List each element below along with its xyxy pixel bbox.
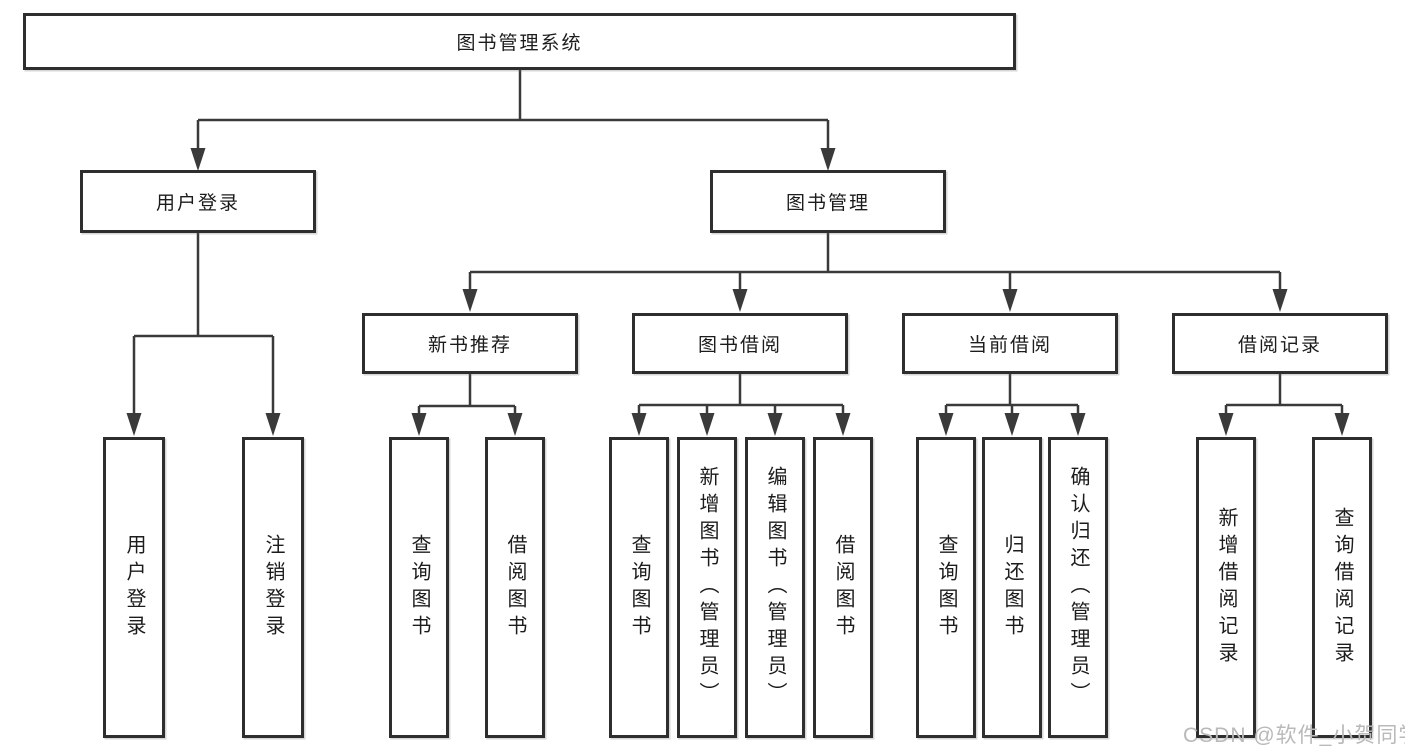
leaf-query-borrow-record-label: 查询借阅记录: [1331, 506, 1353, 669]
leaf-query-books-recommend-label: 查询图书: [408, 533, 430, 642]
watermark: CSDN @软件_小贺同学: [1183, 724, 1405, 747]
leaf-borrow-books-borrowing: 借阅图书: [813, 437, 873, 738]
leaf-add-borrow-record-label: 新增借阅记录: [1215, 506, 1237, 669]
leaf-borrow-books-recommend: 借阅图书: [485, 437, 545, 738]
node-user-login: 用户登录: [80, 170, 316, 233]
node-current-borrowing: 当前借阅: [902, 313, 1118, 374]
node-new-book-recommendation: 新书推荐: [362, 313, 578, 374]
node-borrowing-records: 借阅记录: [1172, 313, 1388, 374]
leaf-query-borrow-record: 查询借阅记录: [1312, 437, 1372, 738]
leaf-logout-label: 注销登录: [262, 533, 284, 642]
leaf-query-books-borrowing-label: 查询图书: [628, 533, 650, 642]
leaf-borrow-books-recommend-label: 借阅图书: [504, 533, 526, 642]
leaf-logout: 注销登录: [242, 437, 304, 738]
node-root: 图书管理系统: [23, 13, 1016, 70]
leaf-confirm-return-admin: 确认归还（管理员）: [1048, 437, 1108, 738]
leaf-query-books-recommend: 查询图书: [389, 437, 449, 738]
leaf-query-books-current: 查询图书: [916, 437, 976, 738]
leaf-borrow-books-borrowing-label: 借阅图书: [832, 533, 854, 642]
leaf-edit-books-admin-label: 编辑图书（管理员）: [764, 466, 786, 709]
leaf-add-books-admin-label: 新增图书（管理员）: [696, 466, 718, 709]
leaf-user-login: 用户登录: [103, 437, 165, 738]
leaf-add-books-admin: 新增图书（管理员）: [677, 437, 737, 738]
leaf-edit-books-admin: 编辑图书（管理员）: [745, 437, 805, 738]
leaf-return-books: 归还图书: [982, 437, 1042, 738]
leaf-user-login-label: 用户登录: [123, 533, 145, 642]
leaf-query-books-borrowing: 查询图书: [609, 437, 669, 738]
leaf-confirm-return-admin-label: 确认归还（管理员）: [1067, 466, 1089, 709]
leaf-query-books-current-label: 查询图书: [935, 533, 957, 642]
leaf-add-borrow-record: 新增借阅记录: [1196, 437, 1256, 738]
leaf-return-books-label: 归还图书: [1001, 533, 1023, 642]
node-book-management: 图书管理: [710, 170, 946, 233]
node-book-borrowing: 图书借阅: [632, 313, 848, 374]
